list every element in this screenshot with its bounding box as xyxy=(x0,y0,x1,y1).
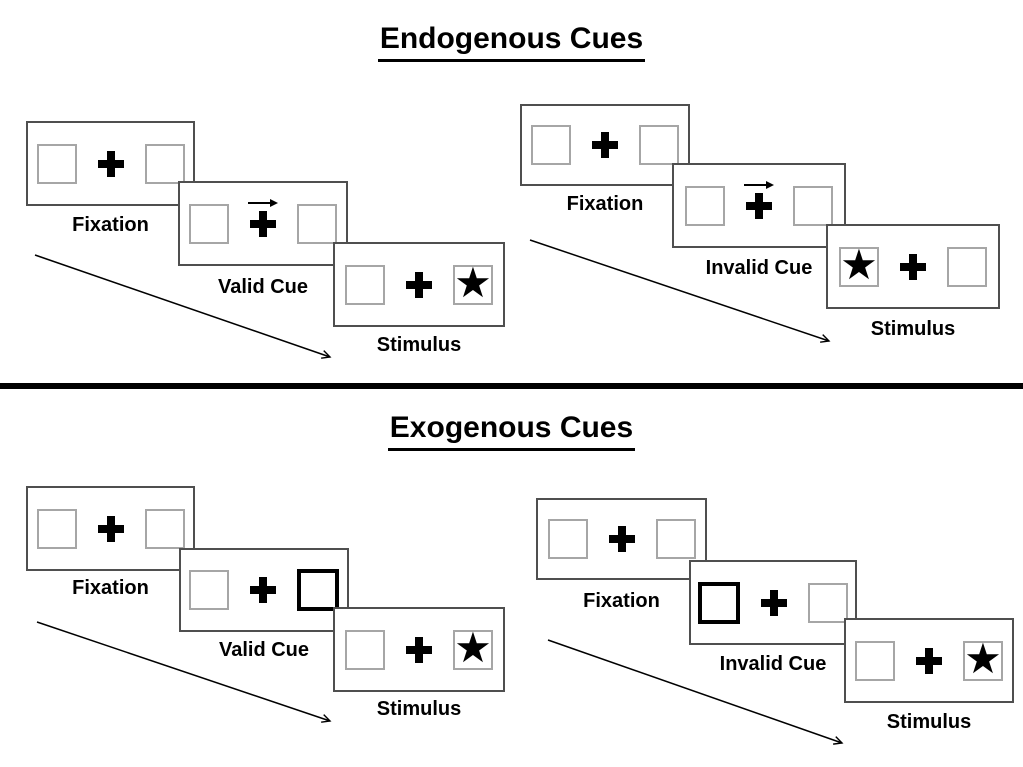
star-icon: ★ xyxy=(454,258,492,306)
left-placeholder-box xyxy=(36,143,77,184)
fixation-card xyxy=(520,104,690,186)
right-placeholder-box xyxy=(639,125,679,165)
fixation-cross-icon xyxy=(97,150,124,177)
left-placeholder-box xyxy=(189,203,229,244)
right-placeholder-box xyxy=(144,508,185,549)
fixation-cross-icon xyxy=(250,577,276,603)
fixation-cross-icon xyxy=(592,132,618,158)
left-placeholder-box xyxy=(855,640,895,681)
star-icon: ★ xyxy=(964,634,1002,682)
card-label: Valid Cue xyxy=(218,639,310,661)
cue-card xyxy=(672,163,846,248)
card-label: Stimulus xyxy=(376,334,462,356)
section-title: Endogenous Cues xyxy=(377,22,646,62)
fixation-cross-icon xyxy=(406,636,432,663)
right-placeholder-box xyxy=(793,185,833,226)
left-placeholder-box xyxy=(189,570,229,610)
stimulus-card: ★ xyxy=(333,242,505,327)
left-placeholder-box xyxy=(547,519,588,559)
stimulus-card: ★ xyxy=(333,607,505,692)
fixation-cross-icon xyxy=(761,589,787,616)
fixation-cross-icon xyxy=(608,526,635,552)
fixation-cross-icon xyxy=(406,271,432,298)
section-title: Exogenous Cues xyxy=(387,411,636,451)
card-label: Fixation xyxy=(566,193,644,215)
fixation-cross-icon xyxy=(916,647,942,674)
target-box: ★ xyxy=(839,240,879,288)
fixation-cross-icon xyxy=(900,253,926,280)
right-placeholder-box xyxy=(947,246,987,287)
left-placeholder-box xyxy=(685,185,725,226)
card-label: Fixation xyxy=(583,590,660,612)
card-label: Stimulus xyxy=(886,711,972,733)
card-label: Invalid Cue xyxy=(719,653,827,675)
cue-highlight-box xyxy=(297,569,339,611)
cue-card xyxy=(689,560,857,645)
stimulus-card: ★ xyxy=(826,224,1000,309)
fixation-card xyxy=(26,486,195,571)
cue-highlight-box xyxy=(698,581,740,624)
right-placeholder-box xyxy=(297,203,337,244)
endogenous-section-header: Endogenous Cues xyxy=(0,22,1023,62)
fixation-cross-icon xyxy=(744,180,774,219)
timeline-arrow xyxy=(34,254,332,359)
card-label: Fixation xyxy=(72,214,149,236)
target-box: ★ xyxy=(963,634,1003,682)
fixation-cross-icon xyxy=(97,515,124,542)
fixation-cross-icon xyxy=(248,198,278,237)
timeline-arrow xyxy=(529,239,831,343)
left-placeholder-box xyxy=(345,264,385,305)
cue-card xyxy=(179,548,349,632)
fixation-card xyxy=(536,498,707,580)
right-placeholder-box xyxy=(808,582,848,623)
star-icon: ★ xyxy=(454,623,492,671)
exogenous-section-header: Exogenous Cues xyxy=(0,411,1023,451)
cue-arrow-icon xyxy=(248,198,278,207)
stimulus-card: ★ xyxy=(844,618,1014,703)
left-placeholder-box xyxy=(36,508,77,549)
timeline-arrow xyxy=(36,621,332,723)
target-box: ★ xyxy=(453,623,493,671)
star-icon: ★ xyxy=(840,240,878,288)
left-placeholder-box xyxy=(345,629,385,670)
card-label: Stimulus xyxy=(870,318,956,340)
card-label: Stimulus xyxy=(376,698,462,720)
card-label: Invalid Cue xyxy=(705,257,813,279)
right-placeholder-box xyxy=(144,143,185,184)
target-box: ★ xyxy=(453,258,493,306)
card-label: Valid Cue xyxy=(217,276,309,298)
right-placeholder-box xyxy=(655,519,696,559)
section-divider xyxy=(0,383,1023,389)
fixation-card xyxy=(26,121,195,206)
cue-card xyxy=(178,181,348,266)
cue-arrow-icon xyxy=(744,180,774,189)
left-placeholder-box xyxy=(531,125,571,165)
card-label: Fixation xyxy=(72,577,149,599)
